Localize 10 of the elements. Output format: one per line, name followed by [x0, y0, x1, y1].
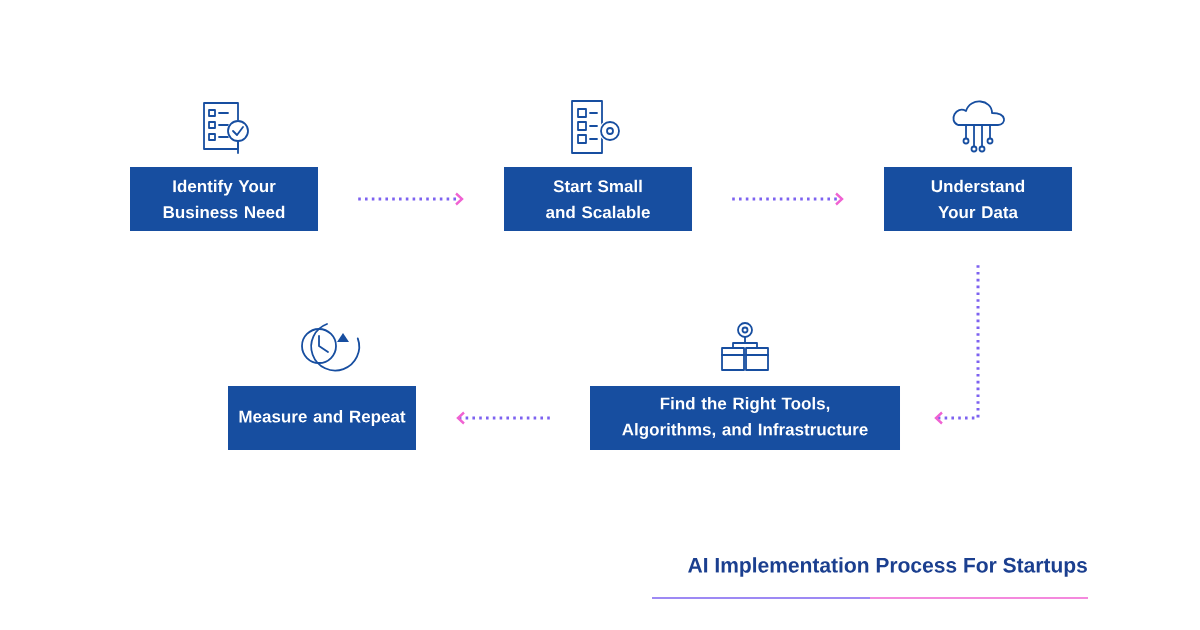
process-box: Identify Your Business Need [130, 167, 318, 231]
title: AI Implementation Process For Startups [688, 557, 1087, 577]
process-box: Measure and Repeat [228, 386, 416, 450]
process-box: Understand Your Data [884, 167, 1072, 231]
process-box: Find the Right Tools, Algorithms, and Infrastructure [590, 386, 900, 450]
arrow [456, 411, 550, 425]
process-box: Start Small and Scalable [504, 167, 692, 231]
arrow [732, 192, 844, 206]
arrow [358, 192, 464, 206]
arrow [934, 265, 980, 425]
